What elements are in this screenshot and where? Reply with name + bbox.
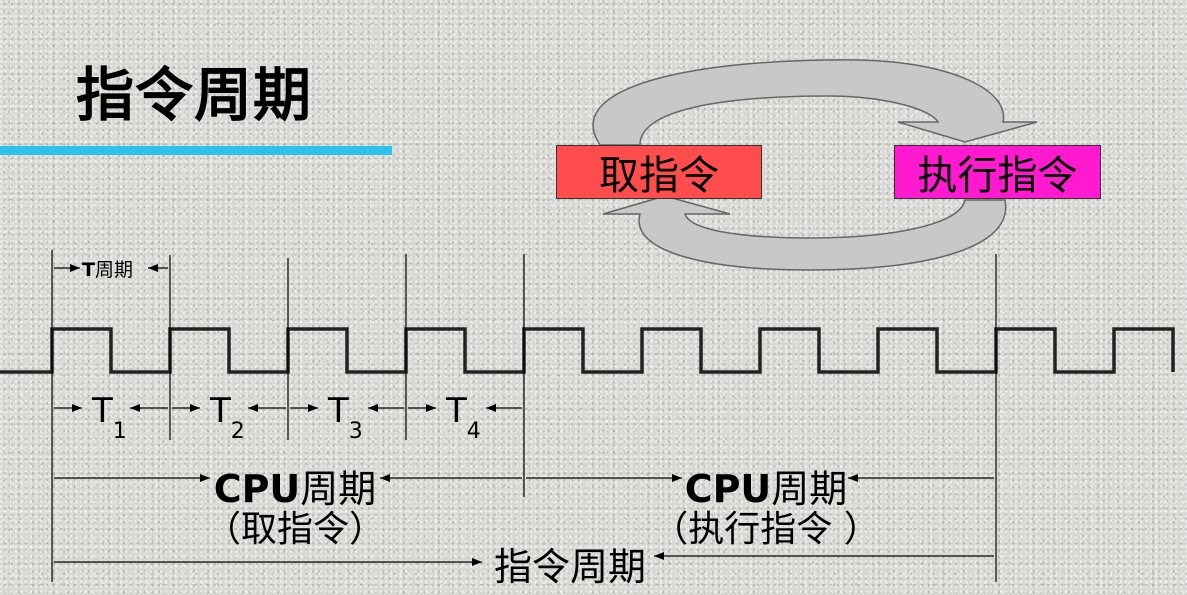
title-underline [0,146,392,155]
cpu-cycle-sub-execute: （执行指令 ） [652,509,879,550]
t-state-label: T3 [327,391,363,444]
cpu-cycle-label-execute: CPU周期 [685,467,848,511]
t-state-labels: T1 T2 T3 T4 [91,391,481,444]
cpu-cycle-sub-fetch: （取指令） [205,509,385,550]
t-period-prefix: T [82,259,95,281]
instruction-cycle-label: 指令周期 [494,545,646,589]
t-state-label: T1 [91,391,127,444]
instruction-cycle-arrows [54,552,994,566]
bottom-cycle-arrow [602,195,1007,271]
cycle-arrows [592,59,1038,271]
top-cycle-arrow [592,59,1038,146]
cpu-cycle-labels: CPU周期 （取指令） CPU周期 （执行指令 ） [205,467,880,550]
t-period-annotation: T周期 [54,259,168,281]
execute-instruction-label: 执行指令 [917,153,1078,199]
execute-instruction-box: 执行指令 [894,145,1101,199]
fetch-instruction-label: 取指令 [599,153,719,199]
cpu-cycle-label-fetch: CPU周期 [214,467,377,511]
svg-text:T周期: T周期 [82,259,133,281]
t-period-suffix: 周期 [95,259,133,281]
t-state-label: T4 [445,391,481,444]
fetch-instruction-box: 取指令 [556,145,762,199]
page-title: 指令周期 [76,61,313,129]
boundary-lines [51,250,997,582]
t-state-label: T2 [209,391,245,444]
clock-waveform [0,327,1175,374]
